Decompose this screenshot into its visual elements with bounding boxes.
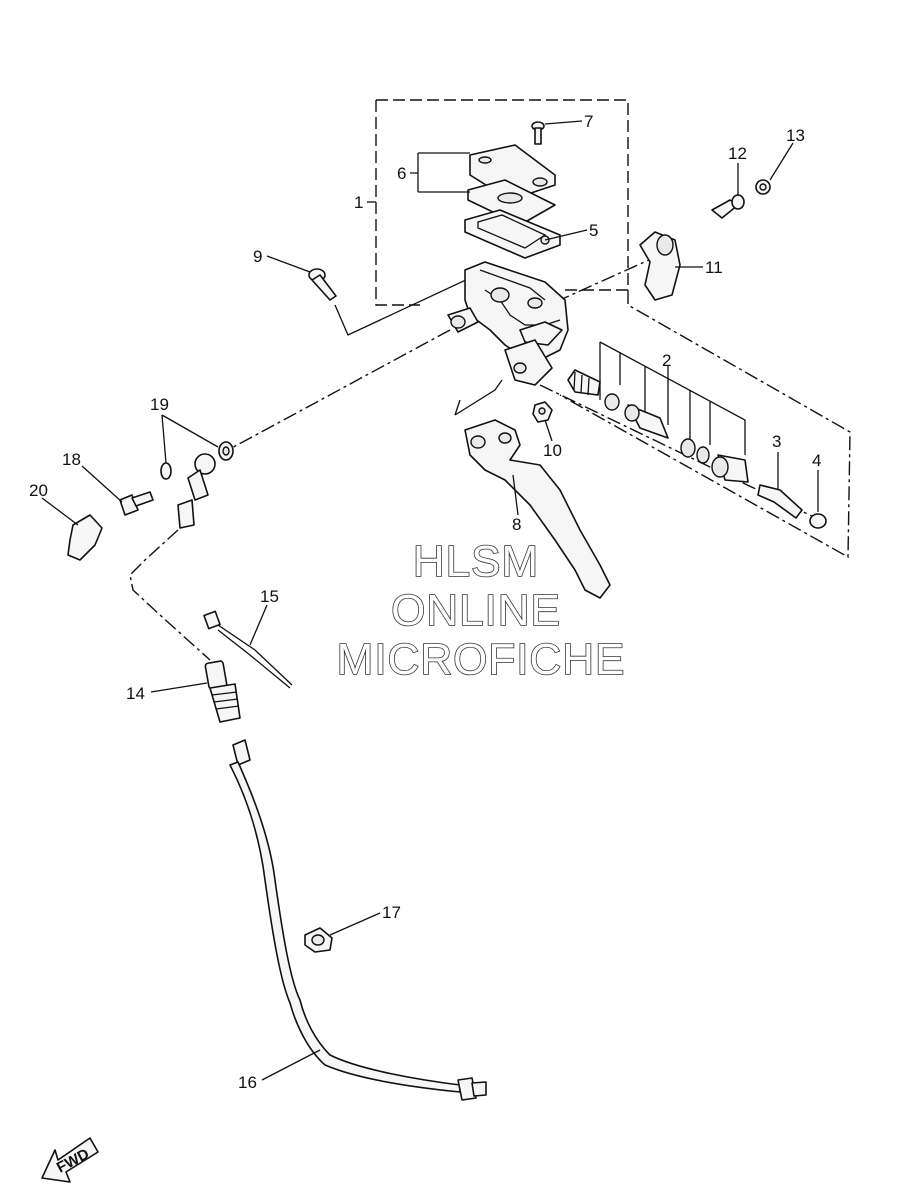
leader-6 (410, 152, 470, 193)
clamp-17 (304, 927, 333, 953)
callout-4: 4 (812, 451, 821, 470)
callout-9: 9 (253, 247, 262, 266)
nut-10 (532, 401, 553, 423)
leader-13 (769, 142, 794, 181)
watermark-line-3: MICROFICHE (337, 635, 626, 684)
cap-20 (67, 514, 103, 561)
leader-8 (512, 474, 519, 516)
callout-1: 1 (354, 193, 363, 212)
leader-17 (329, 912, 381, 936)
centerline-lever (559, 254, 661, 301)
reservoir-cap-6 (467, 144, 556, 226)
leader-18 (81, 465, 123, 503)
callout-15: 15 (260, 587, 279, 606)
piston-kit-2 (567, 341, 749, 483)
centerline-hose (129, 529, 211, 661)
watermark-line-1: HLSM (413, 537, 539, 586)
callout-14: 14 (126, 684, 145, 703)
banjo-fitting (177, 453, 216, 529)
leader-14 (150, 682, 208, 693)
callout-13: 13 (786, 126, 805, 145)
fitting-14 (204, 660, 241, 723)
callout-17: 17 (382, 903, 401, 922)
leader-16 (261, 1049, 321, 1081)
callout-5: 5 (589, 221, 598, 240)
leader-19 (161, 414, 219, 464)
clutch-hose-16 (229, 739, 487, 1101)
callout-10: 10 (543, 441, 562, 460)
leader-5 (544, 229, 588, 241)
bolt-12 (711, 194, 745, 219)
screw-7 (531, 121, 545, 145)
pivot-line-8 (454, 379, 503, 416)
leader-9 (266, 255, 311, 273)
cable-tie-15 (203, 610, 293, 689)
callout-7: 7 (584, 112, 593, 131)
leader-10 (544, 419, 553, 442)
master-cylinder-body-1 (447, 261, 569, 386)
fwd-arrow-icon: FWD (41, 1137, 99, 1183)
watermark-line-2: ONLINE (391, 586, 561, 635)
centerline-banjo (227, 329, 451, 451)
watermark: HLSM ONLINE MICROFICHE (336, 536, 626, 685)
lever-8 (464, 419, 611, 599)
callout-2: 2 (662, 351, 671, 370)
callout-12: 12 (728, 144, 747, 163)
assembly-1-boundary (375, 99, 629, 306)
holder-11 (639, 231, 681, 301)
callout-20: 20 (29, 481, 48, 500)
boot-4 (809, 513, 827, 529)
diaphragm-5 (464, 209, 561, 259)
leader-15 (249, 604, 268, 646)
banjo-bolt-18 (119, 491, 154, 516)
leader-7 (544, 120, 583, 125)
nut-13 (755, 179, 771, 195)
callout-6: 6 (397, 164, 406, 183)
callout-3: 3 (772, 432, 781, 451)
callout-18: 18 (62, 450, 81, 469)
push-rod-3 (757, 484, 803, 519)
leader-20 (41, 497, 79, 526)
assembly-2-boundary (559, 290, 851, 559)
callout-8: 8 (512, 515, 521, 534)
callout-19: 19 (150, 395, 169, 414)
callout-16: 16 (238, 1073, 257, 1092)
callout-11: 11 (705, 258, 723, 277)
pivot-bolt-9 (308, 268, 337, 301)
